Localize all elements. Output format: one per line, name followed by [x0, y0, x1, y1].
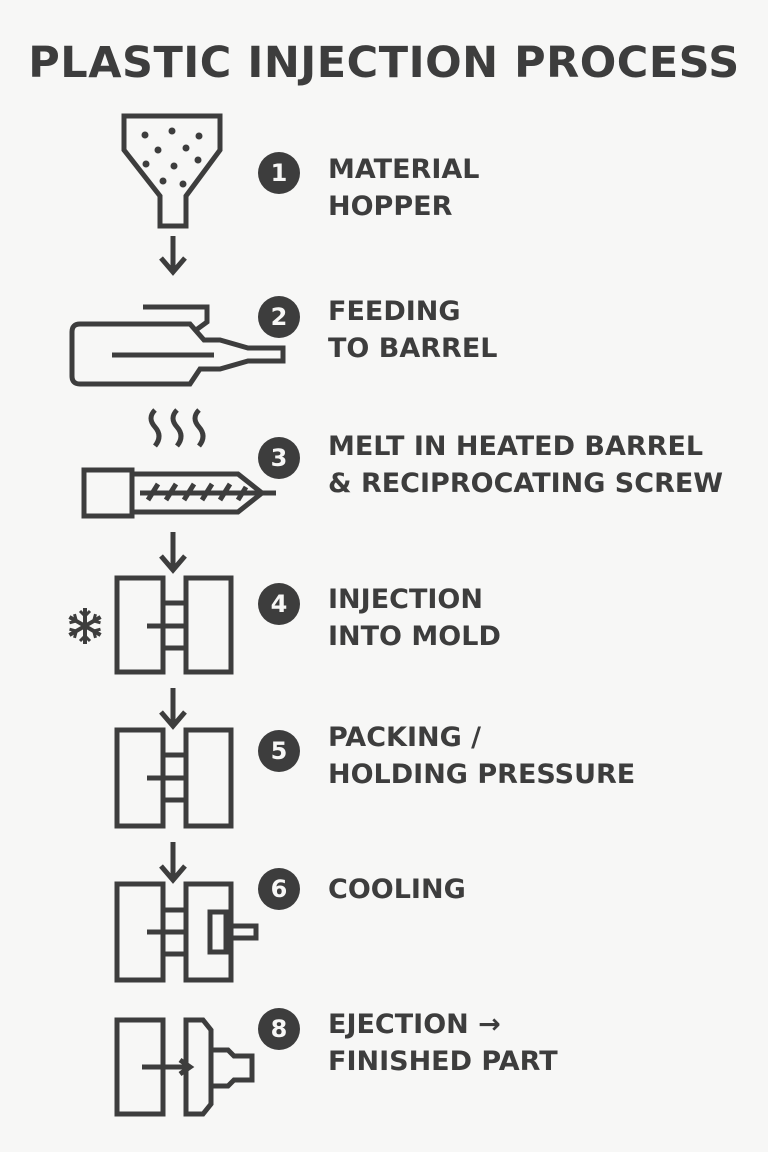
step-label-line: & RECIPROCATING SCREW	[328, 468, 724, 499]
step-label: MATERIAL HOPPER	[328, 151, 479, 225]
step-label: EJECTION → FINISHED PART	[328, 1006, 558, 1080]
step-label-line: FINISHED PART	[328, 1046, 558, 1077]
step-number-badge: 6	[258, 868, 300, 910]
step-number-badge: 1	[258, 152, 300, 194]
step-label-line: HOPPER	[328, 191, 453, 222]
flow-arrow	[159, 842, 187, 884]
step-label: COOLING	[328, 871, 466, 908]
mold-icon	[114, 575, 234, 675]
step-label: MELT IN HEATED BARREL & RECIPROCATING SC…	[328, 428, 723, 502]
diagram-title: PLASTIC INJECTION PROCESS	[28, 38, 740, 88]
mold-cooling-icon	[114, 881, 259, 983]
heat-waves-icon	[148, 408, 206, 448]
step-number-badge: 4	[258, 583, 300, 625]
mold-open-icon	[114, 1017, 255, 1117]
step-label-line: COOLING	[328, 874, 466, 905]
step-number-badge: 8	[258, 1008, 300, 1050]
heated-screw-icon	[81, 467, 276, 519]
step-label-line: INTO MOLD	[328, 621, 501, 652]
step-label: PACKING / HOLDING PRESSURE	[328, 719, 635, 793]
step-label-line: MATERIAL	[328, 154, 480, 185]
barrel-icon	[69, 304, 286, 387]
step-label: INJECTION INTO MOLD	[328, 581, 501, 655]
step-label-line: INJECTION	[328, 584, 483, 615]
snowflake-icon	[68, 608, 102, 644]
step-label-line: EJECTION →	[328, 1009, 501, 1040]
flow-arrow	[159, 688, 187, 730]
step-number-badge: 2	[258, 296, 300, 338]
mold-icon	[114, 727, 234, 829]
step-label-line: TO BARREL	[328, 333, 498, 364]
step-label-line: HOLDING PRESSURE	[328, 759, 636, 790]
step-number-badge: 5	[258, 730, 300, 772]
step-label: FEEDING TO BARREL	[328, 293, 497, 367]
step-label-line: PACKING /	[328, 722, 482, 753]
hopper-icon	[121, 113, 223, 229]
step-number-badge: 3	[258, 437, 300, 479]
step-label-line: FEEDING	[328, 296, 461, 327]
flow-arrow	[159, 236, 187, 276]
flow-arrow	[159, 532, 187, 574]
step-label-line: MELT IN HEATED BARREL	[328, 431, 704, 462]
